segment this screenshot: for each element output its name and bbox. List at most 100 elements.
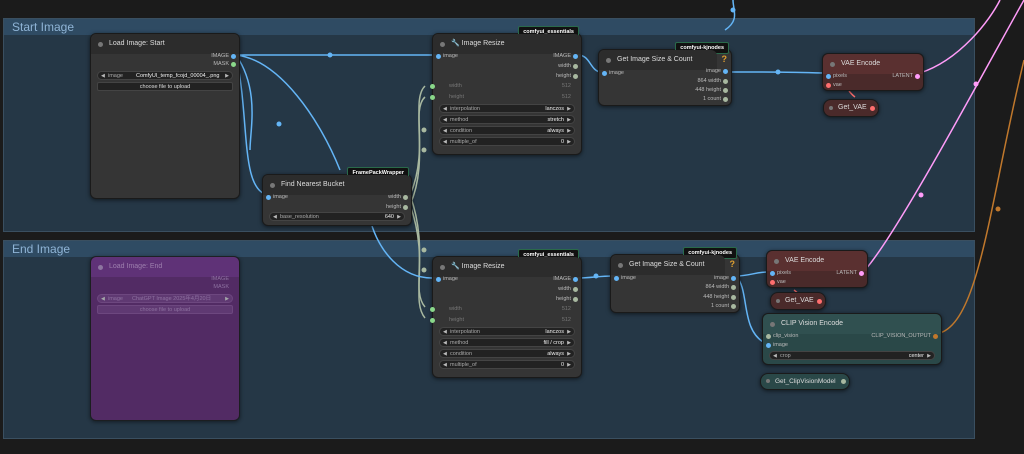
- collapse-dot[interactable]: [98, 42, 103, 47]
- output-height[interactable]: height: [556, 73, 571, 79]
- output-mask-pin[interactable]: [231, 62, 236, 67]
- collapse-dot[interactable]: [270, 183, 275, 188]
- get-image-size-start-node[interactable]: comfyui-kjnodes ? Get Image Size & Count…: [598, 42, 732, 106]
- image-resize-start-node[interactable]: comfyui_essentials 🔧 Image Resize image …: [430, 26, 582, 155]
- output-image[interactable]: image: [714, 275, 729, 281]
- input-image[interactable]: image: [621, 275, 636, 281]
- output-width-pin[interactable]: [573, 287, 578, 292]
- output-mask[interactable]: MASK: [213, 61, 229, 67]
- output-width[interactable]: 864 width: [697, 78, 721, 84]
- output-height-pin[interactable]: [723, 88, 728, 93]
- node-title[interactable]: CLIP Vision Encode: [763, 314, 941, 334]
- output-height[interactable]: 448 height: [695, 87, 721, 93]
- node-title[interactable]: 🔧 Image Resize: [433, 34, 581, 54]
- output-width-pin[interactable]: [573, 64, 578, 69]
- input-pixels[interactable]: pixels: [777, 270, 792, 276]
- node-title[interactable]: Load Image: Start: [91, 34, 239, 54]
- output-count[interactable]: 1 count: [710, 303, 729, 309]
- output-width-pin[interactable]: [403, 195, 408, 200]
- load-image-end-node[interactable]: Load Image: End IMAGE MASK ◀image ChatGP…: [90, 256, 240, 421]
- input-image-pin[interactable]: [436, 54, 441, 59]
- help-icon[interactable]: ?: [721, 54, 728, 64]
- output-image[interactable]: IMAGE: [211, 276, 229, 282]
- input-image[interactable]: image: [273, 194, 288, 200]
- node-title[interactable]: Get Image Size & Count: [611, 255, 725, 275]
- input-image-pin[interactable]: [614, 276, 619, 281]
- get-vae-start-node[interactable]: Get_VAE: [823, 99, 879, 117]
- output-width-pin[interactable]: [731, 285, 736, 290]
- output-image-pin[interactable]: [231, 54, 236, 59]
- find-nearest-bucket-node[interactable]: FramePackWrapper Find Nearest Bucket ima…: [262, 167, 412, 226]
- output-clip-vision-pin[interactable]: [841, 379, 846, 384]
- get-clip-vision-model-node[interactable]: Get_ClipVisionModel: [760, 373, 850, 390]
- output-height[interactable]: 448 height: [703, 294, 729, 300]
- help-icon[interactable]: ?: [729, 259, 736, 269]
- input-image-pin[interactable]: [602, 71, 607, 76]
- input-image[interactable]: image: [443, 276, 458, 282]
- output-count-pin[interactable]: [723, 97, 728, 102]
- output-width-pin[interactable]: [723, 79, 728, 84]
- vae-encode-end-node[interactable]: VAE Encode pixels vae LATENT: [766, 250, 868, 288]
- vae-encode-start-node[interactable]: VAE Encode pixels vae LATENT: [822, 53, 924, 91]
- output-width[interactable]: width: [558, 286, 571, 292]
- output-mask[interactable]: MASK: [213, 284, 229, 290]
- node-title[interactable]: 🔧 Image Resize: [433, 257, 581, 277]
- output-height-pin[interactable]: [573, 74, 578, 79]
- upload-button[interactable]: choose file to upload: [97, 82, 233, 91]
- input-pixels[interactable]: pixels: [833, 73, 848, 79]
- output-image[interactable]: IMAGE: [553, 53, 571, 59]
- input-image[interactable]: image: [773, 342, 788, 348]
- output-image[interactable]: image: [706, 68, 721, 74]
- collapse-dot[interactable]: [766, 379, 770, 383]
- get-image-size-end-node[interactable]: comfyui-kjnodes ? Get Image Size & Count…: [610, 247, 740, 313]
- output-image-pin[interactable]: [573, 277, 578, 282]
- collapse-dot[interactable]: [776, 299, 780, 303]
- input-clip-vision[interactable]: clip_vision: [773, 333, 799, 339]
- collapse-dot[interactable]: [440, 42, 445, 47]
- node-title[interactable]: Find Nearest Bucket: [263, 175, 411, 195]
- input-vae[interactable]: vae: [833, 82, 842, 88]
- output-vae-pin[interactable]: [817, 299, 822, 304]
- output-height[interactable]: height: [386, 204, 401, 210]
- node-title[interactable]: Get Image Size & Count: [599, 50, 717, 70]
- node-title[interactable]: Load Image: End: [91, 257, 239, 277]
- output-vae-pin[interactable]: [870, 106, 875, 111]
- input-image[interactable]: image: [443, 53, 458, 59]
- image-resize-end-node[interactable]: comfyui_essentials 🔧 Image Resize image …: [430, 249, 582, 378]
- output-image-pin[interactable]: [573, 54, 578, 59]
- output-height-pin[interactable]: [403, 205, 408, 210]
- output-width[interactable]: width: [558, 63, 571, 69]
- output-image[interactable]: IMAGE: [553, 276, 571, 282]
- image-combo[interactable]: ◀image ComfyUI_temp_fcojd_00004_.png▶: [97, 71, 233, 80]
- collapse-dot[interactable]: [770, 322, 775, 327]
- collapse-dot[interactable]: [98, 265, 103, 270]
- output-count-pin[interactable]: [731, 304, 736, 309]
- height-input-pin[interactable]: [430, 95, 435, 100]
- input-vae[interactable]: vae: [777, 279, 786, 285]
- output-height-pin[interactable]: [731, 295, 736, 300]
- output-image-pin[interactable]: [731, 276, 736, 281]
- input-clip-vision-pin[interactable]: [766, 334, 771, 339]
- output-height-pin[interactable]: [573, 297, 578, 302]
- collapse-dot[interactable]: [606, 58, 611, 63]
- get-vae-end-node[interactable]: Get_VAE: [770, 292, 826, 310]
- input-image-pin[interactable]: [266, 195, 271, 200]
- input-image-pin[interactable]: [766, 343, 771, 348]
- output-clip-vision[interactable]: CLIP_VISION_OUTPUT: [871, 333, 931, 339]
- output-latent-pin[interactable]: [859, 271, 864, 276]
- node-title[interactable]: VAE Encode: [823, 54, 923, 74]
- input-pixels-pin[interactable]: [770, 271, 775, 276]
- width-input-pin[interactable]: [430, 84, 435, 89]
- output-latent[interactable]: LATENT: [836, 270, 857, 276]
